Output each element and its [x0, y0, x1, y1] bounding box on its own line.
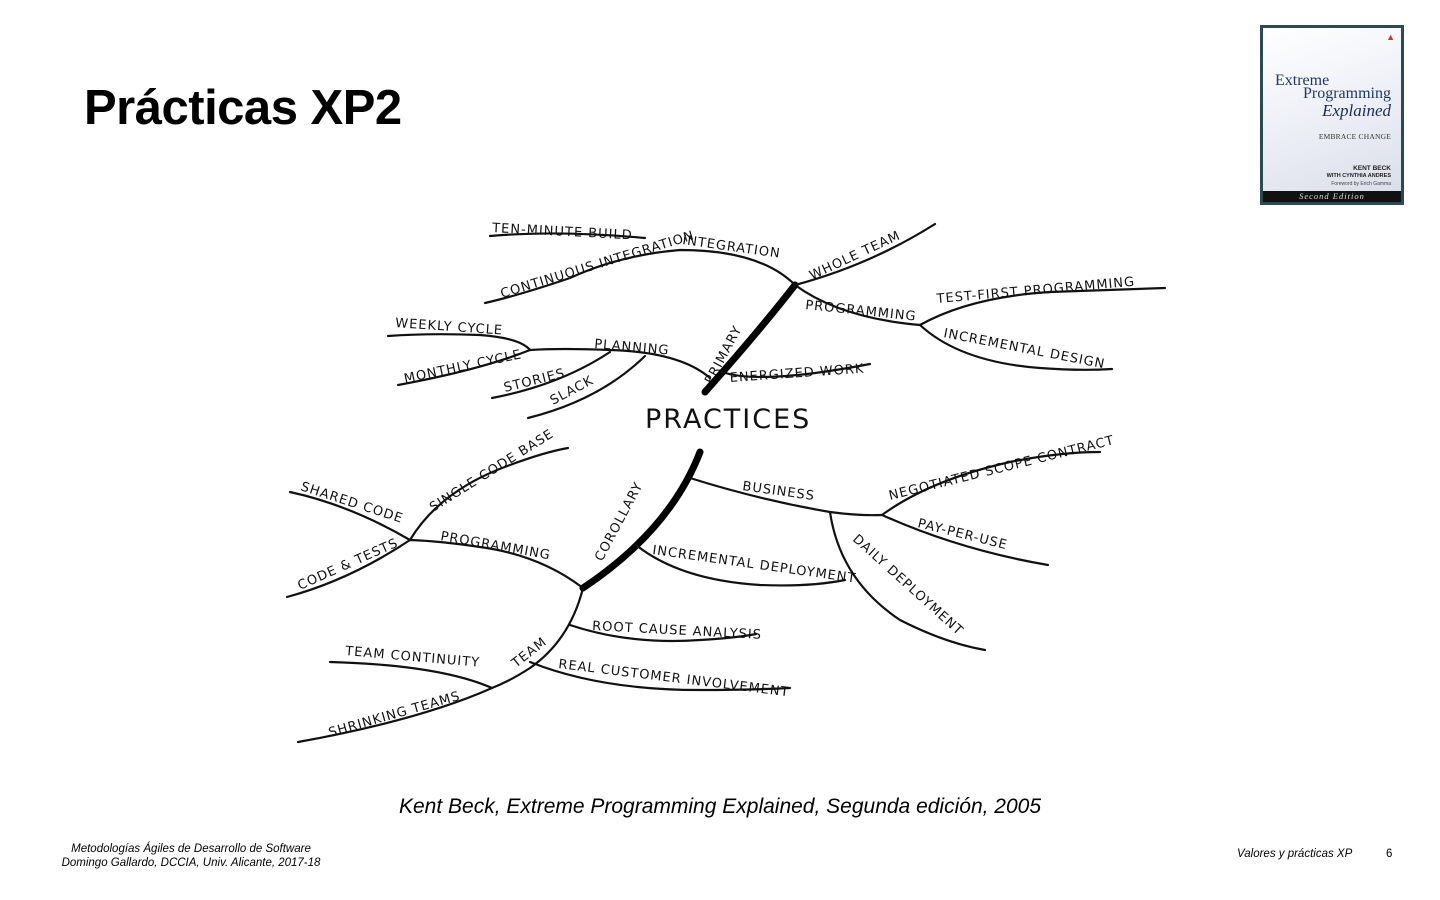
single-code-base-branch: [408, 446, 570, 542]
root-cause-branch: [568, 623, 758, 643]
integration-branch: [483, 248, 797, 305]
energized-work-branch: [720, 362, 872, 379]
center-label: PRACTICES: [645, 404, 811, 435]
test-first-branch: [918, 286, 1167, 327]
footer-section-title: Valores y prácticas XP: [1237, 848, 1353, 860]
single-code-base-label: SINGLE CODE BASE: [427, 427, 557, 516]
shrinking-teams-branch: [296, 686, 494, 744]
whole-team-branch: [793, 222, 937, 287]
book-title-line3: Explained: [1322, 101, 1391, 120]
planning-label: PLANNING: [594, 337, 670, 359]
page-number: 6: [1386, 848, 1393, 860]
stories-branch: [490, 350, 612, 400]
ten-minute-build-branch: [488, 232, 647, 240]
negotiated-scope-branch: [880, 450, 1102, 517]
code-tests-label: CODE & TESTS: [296, 536, 401, 594]
shared-code-branch: [288, 490, 412, 542]
integration-label: INTEGRATION: [681, 233, 781, 262]
slide-title: Prácticas XP2: [84, 81, 402, 135]
primary-programming-label: PROGRAMMING: [805, 298, 918, 325]
slack-branch: [526, 354, 647, 420]
book-edition-band: Second Edition: [1263, 191, 1401, 202]
planning-branch: [528, 347, 712, 380]
figure-caption: Kent Beck, Extreme Programming Explained…: [398, 795, 1042, 818]
book-cover-image: ▲ Extreme Programming Explained EMBRACE …: [1260, 25, 1404, 205]
book-subtitle: EMBRACE CHANGE: [1318, 132, 1391, 141]
energized-work-label: ENERGIZED WORK: [729, 362, 865, 386]
team-continuity-label: TEAM CONTINUITY: [344, 644, 481, 671]
corollary-trunk: [579, 448, 704, 592]
primary-programming-branch: [793, 283, 922, 327]
incremental-deployment-branch: [634, 543, 847, 587]
corollary-programming-branch: [408, 538, 585, 590]
root-cause-analysis-label: ROOT CAUSE ANALYSIS: [592, 619, 763, 643]
test-first-programming-label: TEST-FIRST PROGRAMMING: [935, 275, 1136, 307]
business-label: BUSINESS: [741, 479, 815, 504]
corollary-label: COROLLARY: [592, 480, 646, 564]
incremental-deployment-label: INCREMENTAL DEPLOYMENT: [651, 543, 857, 586]
incremental-design-branch: [918, 323, 1114, 371]
publisher-logo-icon: ▲: [1386, 32, 1395, 42]
real-customer-involvement-label: REAL CUSTOMER INVOLVEMENT: [558, 657, 791, 700]
whole-team-label: WHOLE TEAM: [807, 228, 903, 283]
footer-course: Metodologías Ágiles de Desarrollo de Sof…: [71, 843, 311, 855]
book-author: KENT BECK: [1353, 165, 1391, 172]
ten-minute-build-label: TEN-MINUTE BUILD: [491, 221, 633, 243]
weekly-cycle-branch: [386, 333, 532, 352]
primary-trunk: [701, 281, 799, 396]
book-coauthor: WITH CYNTHIA ANDRES: [1326, 173, 1391, 179]
code-tests-branch: [285, 538, 412, 599]
book-title-line1: Extreme: [1275, 72, 1330, 89]
shared-code-label: SHARED CODE: [299, 480, 405, 527]
real-customer-branch: [528, 660, 792, 692]
business-branch: [688, 476, 884, 517]
monthly-cycle-branch: [396, 348, 532, 387]
footer-author: Domingo Gallardo, DCCIA, Univ. Alicante,…: [61, 857, 321, 869]
team-branch: [490, 586, 585, 690]
daily-deployment-branch: [828, 510, 987, 652]
footer-course-info: Metodologías Ágiles de Desarrollo de Sof…: [56, 842, 326, 870]
pay-per-use-branch: [880, 513, 1050, 567]
book-title-line2: Programming: [1303, 85, 1391, 102]
negotiated-scope-contract-label: NEGOTIATED SCOPE CONTRACT: [887, 433, 1116, 504]
shrinking-teams-label: SHRINKING TEAMS: [327, 689, 462, 741]
team-continuity-branch: [328, 660, 494, 690]
book-foreword: Foreword by Erich Gamma: [1331, 181, 1391, 187]
corollary-programming-label: PROGRAMMING: [439, 529, 552, 563]
